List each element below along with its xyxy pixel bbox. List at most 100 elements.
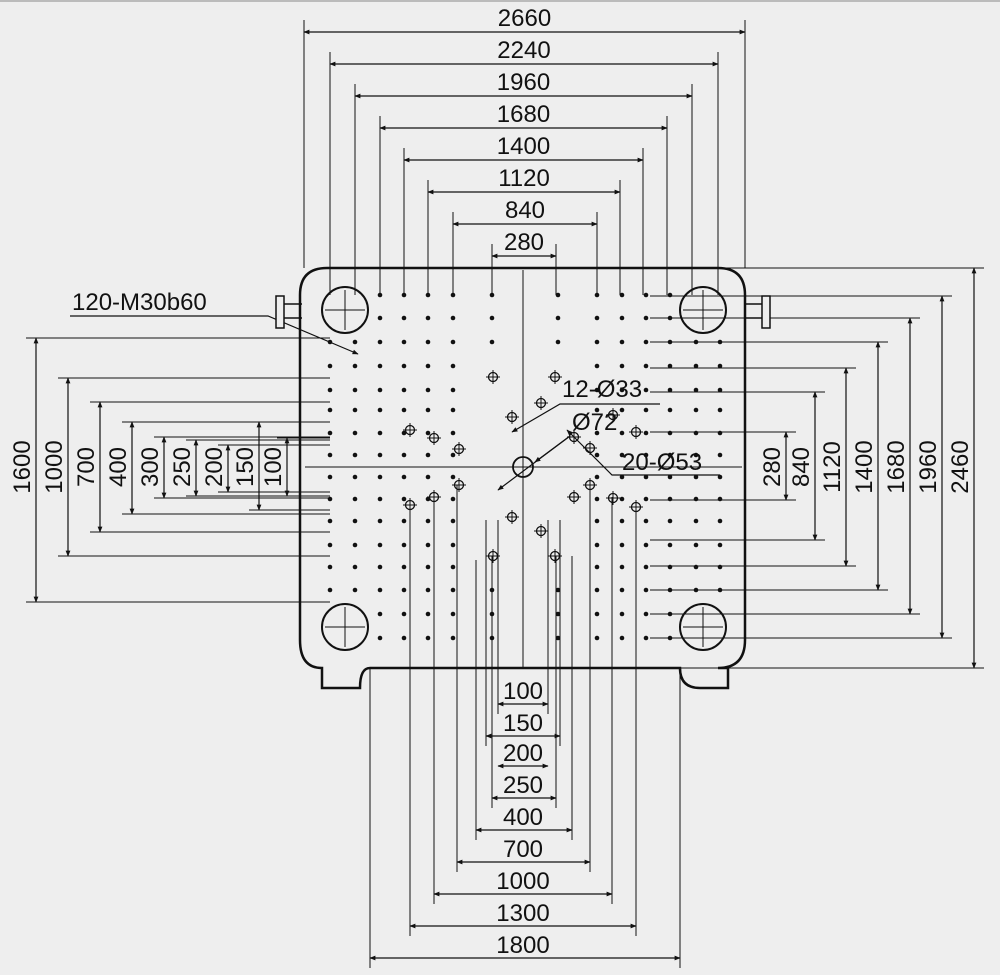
threaded-hole <box>693 518 699 524</box>
threaded-hole <box>425 635 431 641</box>
ejector-hole <box>548 549 562 563</box>
threaded-hole <box>667 292 673 298</box>
threaded-hole <box>450 564 456 570</box>
threaded-hole <box>352 339 358 345</box>
threaded-hole <box>352 564 358 570</box>
threaded-hole <box>643 542 649 548</box>
dim-top-1400: 1400 <box>497 133 550 160</box>
threaded-hole <box>643 430 649 436</box>
threaded-hole <box>594 474 600 480</box>
threaded-hole <box>377 518 383 524</box>
threaded-hole <box>667 518 673 524</box>
threaded-hole <box>401 635 407 641</box>
threaded-hole <box>327 564 333 570</box>
threaded-hole <box>425 542 431 548</box>
callout-center-hole: Ø72 <box>572 409 617 436</box>
threaded-hole <box>352 387 358 393</box>
threaded-hole <box>594 542 600 548</box>
threaded-hole <box>450 452 456 458</box>
callout-medium-holes: 20-Ø53 <box>622 449 702 476</box>
ejector-hole <box>629 500 643 514</box>
ejector-hole <box>452 478 466 492</box>
callout-threaded-holes: 120-M30b60 <box>72 289 207 316</box>
threaded-hole <box>489 315 495 321</box>
threaded-hole <box>619 387 625 393</box>
dim-top-2660: 2660 <box>498 5 551 32</box>
threaded-hole <box>450 430 456 436</box>
threaded-hole <box>425 339 431 345</box>
threaded-hole <box>594 635 600 641</box>
dim-left-300: 300 <box>137 447 164 487</box>
threaded-hole <box>693 496 699 502</box>
threaded-hole <box>667 452 673 458</box>
threaded-hole <box>425 407 431 413</box>
threaded-hole <box>693 587 699 593</box>
threaded-hole <box>377 611 383 617</box>
dim-left-400: 400 <box>105 447 132 487</box>
threaded-hole <box>619 339 625 345</box>
threaded-hole <box>594 387 600 393</box>
threaded-hole <box>401 542 407 548</box>
threaded-hole <box>425 387 431 393</box>
threaded-hole <box>594 496 600 502</box>
threaded-hole <box>352 587 358 593</box>
ejector-hole <box>567 430 581 444</box>
dim-left-200: 200 <box>201 447 228 487</box>
threaded-hole <box>667 430 673 436</box>
threaded-hole <box>352 518 358 524</box>
threaded-hole <box>327 518 333 524</box>
threaded-hole <box>594 564 600 570</box>
threaded-hole <box>450 587 456 593</box>
threaded-hole <box>594 611 600 617</box>
dim-left-1000: 1000 <box>41 440 68 493</box>
threaded-hole <box>594 452 600 458</box>
threaded-hole <box>377 292 383 298</box>
platen-outline <box>275 266 771 690</box>
dim-bottom-700: 700 <box>503 836 543 863</box>
threaded-hole <box>377 315 383 321</box>
threaded-hole <box>489 292 495 298</box>
dim-left-100: 100 <box>260 447 287 487</box>
threaded-hole <box>643 292 649 298</box>
ejector-hole <box>427 490 441 504</box>
ejector-hole <box>486 549 500 563</box>
threaded-hole <box>401 315 407 321</box>
threaded-hole <box>327 387 333 393</box>
dim-bottom-400: 400 <box>503 804 543 831</box>
dim-bottom-100: 100 <box>503 678 543 705</box>
threaded-hole <box>352 474 358 480</box>
threaded-hole <box>489 611 495 617</box>
threaded-hole <box>327 542 333 548</box>
dim-bottom-150: 150 <box>503 710 543 737</box>
threaded-hole <box>450 407 456 413</box>
dim-right-840: 840 <box>788 447 815 487</box>
threaded-hole <box>450 635 456 641</box>
threaded-hole <box>425 315 431 321</box>
threaded-hole <box>450 387 456 393</box>
side-fitting <box>745 295 771 329</box>
threaded-hole <box>693 542 699 548</box>
threaded-hole <box>619 587 625 593</box>
threaded-hole <box>619 363 625 369</box>
threaded-hole <box>401 407 407 413</box>
threaded-hole <box>555 292 561 298</box>
threaded-hole <box>555 587 561 593</box>
dim-left-1600: 1600 <box>9 440 36 493</box>
threaded-hole <box>643 496 649 502</box>
threaded-hole <box>619 518 625 524</box>
threaded-hole <box>594 430 600 436</box>
threaded-hole <box>450 518 456 524</box>
threaded-hole <box>619 452 625 458</box>
threaded-hole <box>425 292 431 298</box>
threaded-hole <box>327 363 333 369</box>
ejector-hole <box>427 431 441 445</box>
tie-bar-circle <box>321 286 369 334</box>
threaded-hole <box>352 452 358 458</box>
threaded-hole <box>619 315 625 321</box>
threaded-hole <box>425 564 431 570</box>
threaded-hole <box>693 474 699 480</box>
threaded-hole <box>667 496 673 502</box>
threaded-hole <box>377 407 383 413</box>
dim-top-1960: 1960 <box>497 69 550 96</box>
